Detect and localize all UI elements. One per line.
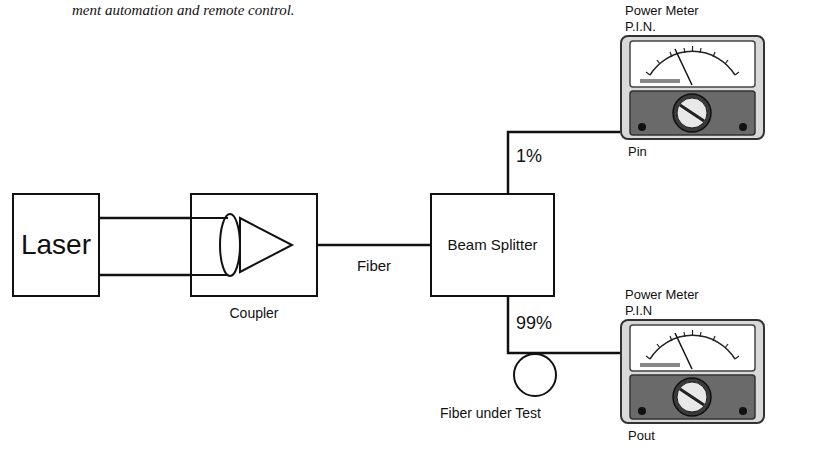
coupler-box: Coupler	[190, 193, 318, 297]
power-meter: Power Meter P.I.NPout	[620, 285, 765, 424]
beam-splitter-box: Beam Splitter	[430, 193, 555, 297]
coupler-lens	[190, 214, 292, 276]
node-label: Fiber under Test	[440, 405, 541, 421]
node-label: Beam Splitter	[447, 236, 537, 253]
power-meter-drawing	[621, 36, 764, 139]
fiber-connector	[535, 352, 620, 355]
meter-reading-label: Pout	[628, 428, 655, 444]
fiber-connector	[508, 132, 620, 193]
node-label: Coupler	[229, 305, 278, 321]
laser-box: Laser	[12, 193, 100, 297]
connector-label: 99%	[514, 313, 554, 334]
fiber-connector	[100, 218, 190, 275]
fiber-coil: Fiber under Test	[513, 353, 557, 397]
page-text-fragment: ment automation and remote control.	[70, 2, 297, 19]
fiber-connector	[318, 244, 430, 247]
power-meter: Power Meter P.I.N.Pin	[620, 1, 765, 140]
connector-label: Fiber	[355, 257, 393, 274]
meter-reading-label: Pin	[628, 144, 647, 160]
connector-label: 1%	[514, 146, 544, 167]
node-label: Power Meter P.I.N.	[625, 3, 713, 34]
node-label: Power Meter P.I.N	[625, 287, 713, 318]
power-meter-drawing	[621, 320, 764, 423]
node-label: Laser	[21, 229, 91, 261]
